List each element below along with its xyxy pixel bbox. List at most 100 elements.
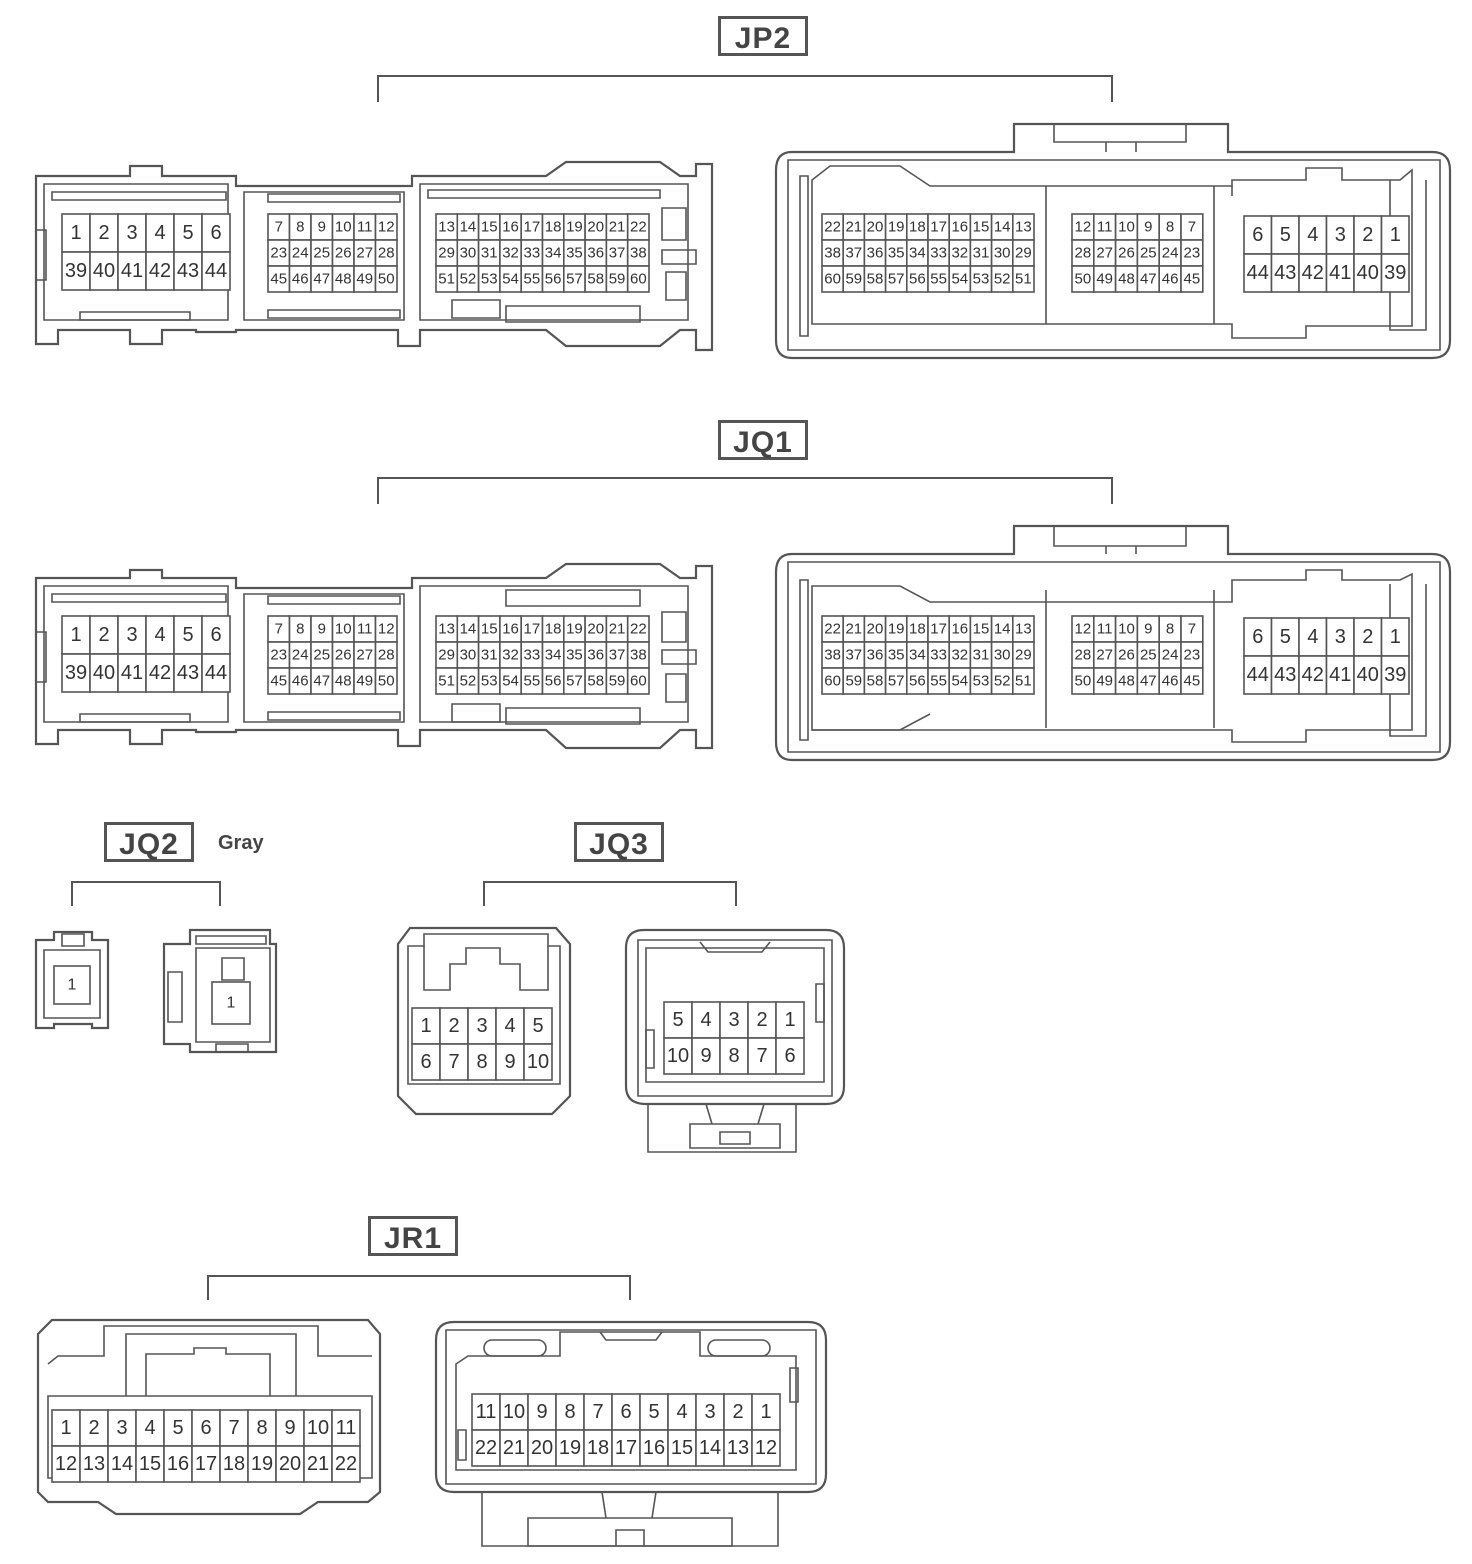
pin-number: 5 (182, 624, 193, 646)
pin-number: 27 (1096, 245, 1113, 262)
pin-number: 60 (824, 271, 841, 288)
pin-number: 50 (378, 271, 395, 288)
pin-number: 3 (1335, 626, 1346, 648)
pin-number: 20 (279, 1453, 301, 1475)
pin-number: 60 (630, 673, 647, 690)
pin-number: 12 (1075, 219, 1092, 236)
pin-number: 54 (502, 673, 519, 690)
pin-number: 7 (592, 1401, 603, 1423)
pin-number: 19 (888, 219, 905, 236)
pin-number: 16 (502, 621, 519, 638)
pin-cell (1353, 617, 1383, 657)
pin-cell (51, 1409, 81, 1447)
pin-number: 16 (643, 1437, 665, 1459)
pin-number: 30 (460, 245, 477, 262)
pin-number: 47 (1140, 673, 1157, 690)
pin-number: 31 (481, 647, 498, 664)
pin-number: 45 (1184, 673, 1201, 690)
pin-number: 9 (1144, 219, 1152, 236)
pin-number: 26 (335, 245, 352, 262)
pin-number: 5 (1280, 224, 1291, 246)
pin-number: 32 (951, 647, 968, 664)
pin-number: 13 (438, 219, 455, 236)
pin-cell (51, 1445, 81, 1483)
pin-number: 50 (378, 673, 395, 690)
pin-number: 8 (1166, 219, 1174, 236)
pin-number: 8 (564, 1401, 575, 1423)
pin-number: 23 (270, 245, 287, 262)
pin-number: 15 (973, 219, 990, 236)
pin-number: 3 (476, 1015, 487, 1037)
pin-number: 36 (587, 647, 604, 664)
pin-number: 22 (824, 621, 841, 638)
pin-number: 24 (1162, 245, 1179, 262)
pin-number: 44 (205, 662, 227, 684)
jr1-label: JR1 (368, 1216, 458, 1256)
pin-number: 40 (1357, 262, 1379, 284)
pin-number: 18 (223, 1453, 245, 1475)
pin-number: 10 (1118, 219, 1135, 236)
pin-cell (331, 1445, 361, 1483)
pin-number: 24 (292, 245, 309, 262)
pin-number: 3 (116, 1417, 127, 1439)
pin-number: 12 (755, 1437, 777, 1459)
pin-number: 43 (177, 260, 199, 282)
pin-number: 1 (420, 1015, 431, 1037)
pin-cell (663, 1001, 693, 1039)
pin-number: 41 (1329, 262, 1351, 284)
pin-number: 49 (356, 673, 373, 690)
pin-number: 6 (1252, 224, 1263, 246)
pin-cell (611, 1393, 641, 1431)
pin-number: 28 (1075, 245, 1092, 262)
pin-number: 15 (973, 621, 990, 638)
pin-number: 54 (951, 673, 968, 690)
pin-number: 55 (524, 271, 541, 288)
pin-number: 1 (1390, 626, 1401, 648)
pin-cell (53, 965, 91, 1005)
pin-number: 44 (205, 260, 227, 282)
jq2-group: 1 1 (34, 881, 278, 1054)
pin-number: 33 (524, 647, 541, 664)
pin-number: 48 (1118, 271, 1135, 288)
pin-number: 19 (566, 621, 583, 638)
pin-number: 58 (587, 271, 604, 288)
pin-cell (219, 1409, 249, 1447)
pin-number: 49 (1096, 271, 1113, 288)
pin-number: 25 (1140, 245, 1157, 262)
pin-number: 37 (845, 245, 862, 262)
pin-number: 15 (139, 1453, 161, 1475)
pin-number: 13 (83, 1453, 105, 1475)
pin-number: 56 (545, 673, 562, 690)
pin-number: 25 (313, 647, 330, 664)
pin-number: 48 (335, 271, 352, 288)
pin-number: 56 (909, 271, 926, 288)
jq1-bracket (377, 477, 1113, 504)
pin-number: 19 (559, 1437, 581, 1459)
pin-number: 22 (335, 1453, 357, 1475)
pin-cell (107, 1445, 137, 1483)
pin-number: 29 (1015, 647, 1032, 664)
pin-cell (135, 1445, 165, 1483)
pin-number: 28 (378, 647, 395, 664)
pin-cell (611, 1429, 641, 1467)
pin-cell (667, 1429, 697, 1467)
pin-number: 44 (1247, 262, 1269, 284)
pin-number: 40 (93, 260, 115, 282)
pin-cell (626, 265, 650, 293)
pin-cell (751, 1393, 781, 1431)
pin-number: 10 (503, 1401, 525, 1423)
pin-number: 25 (313, 245, 330, 262)
pin-number: 41 (1329, 664, 1351, 686)
pin-number: 8 (1166, 621, 1174, 638)
pin-number: 46 (1162, 673, 1179, 690)
jq2-color-note: Gray (218, 832, 264, 854)
pin-cell (1180, 265, 1204, 293)
pin-number: 2 (1362, 626, 1373, 648)
